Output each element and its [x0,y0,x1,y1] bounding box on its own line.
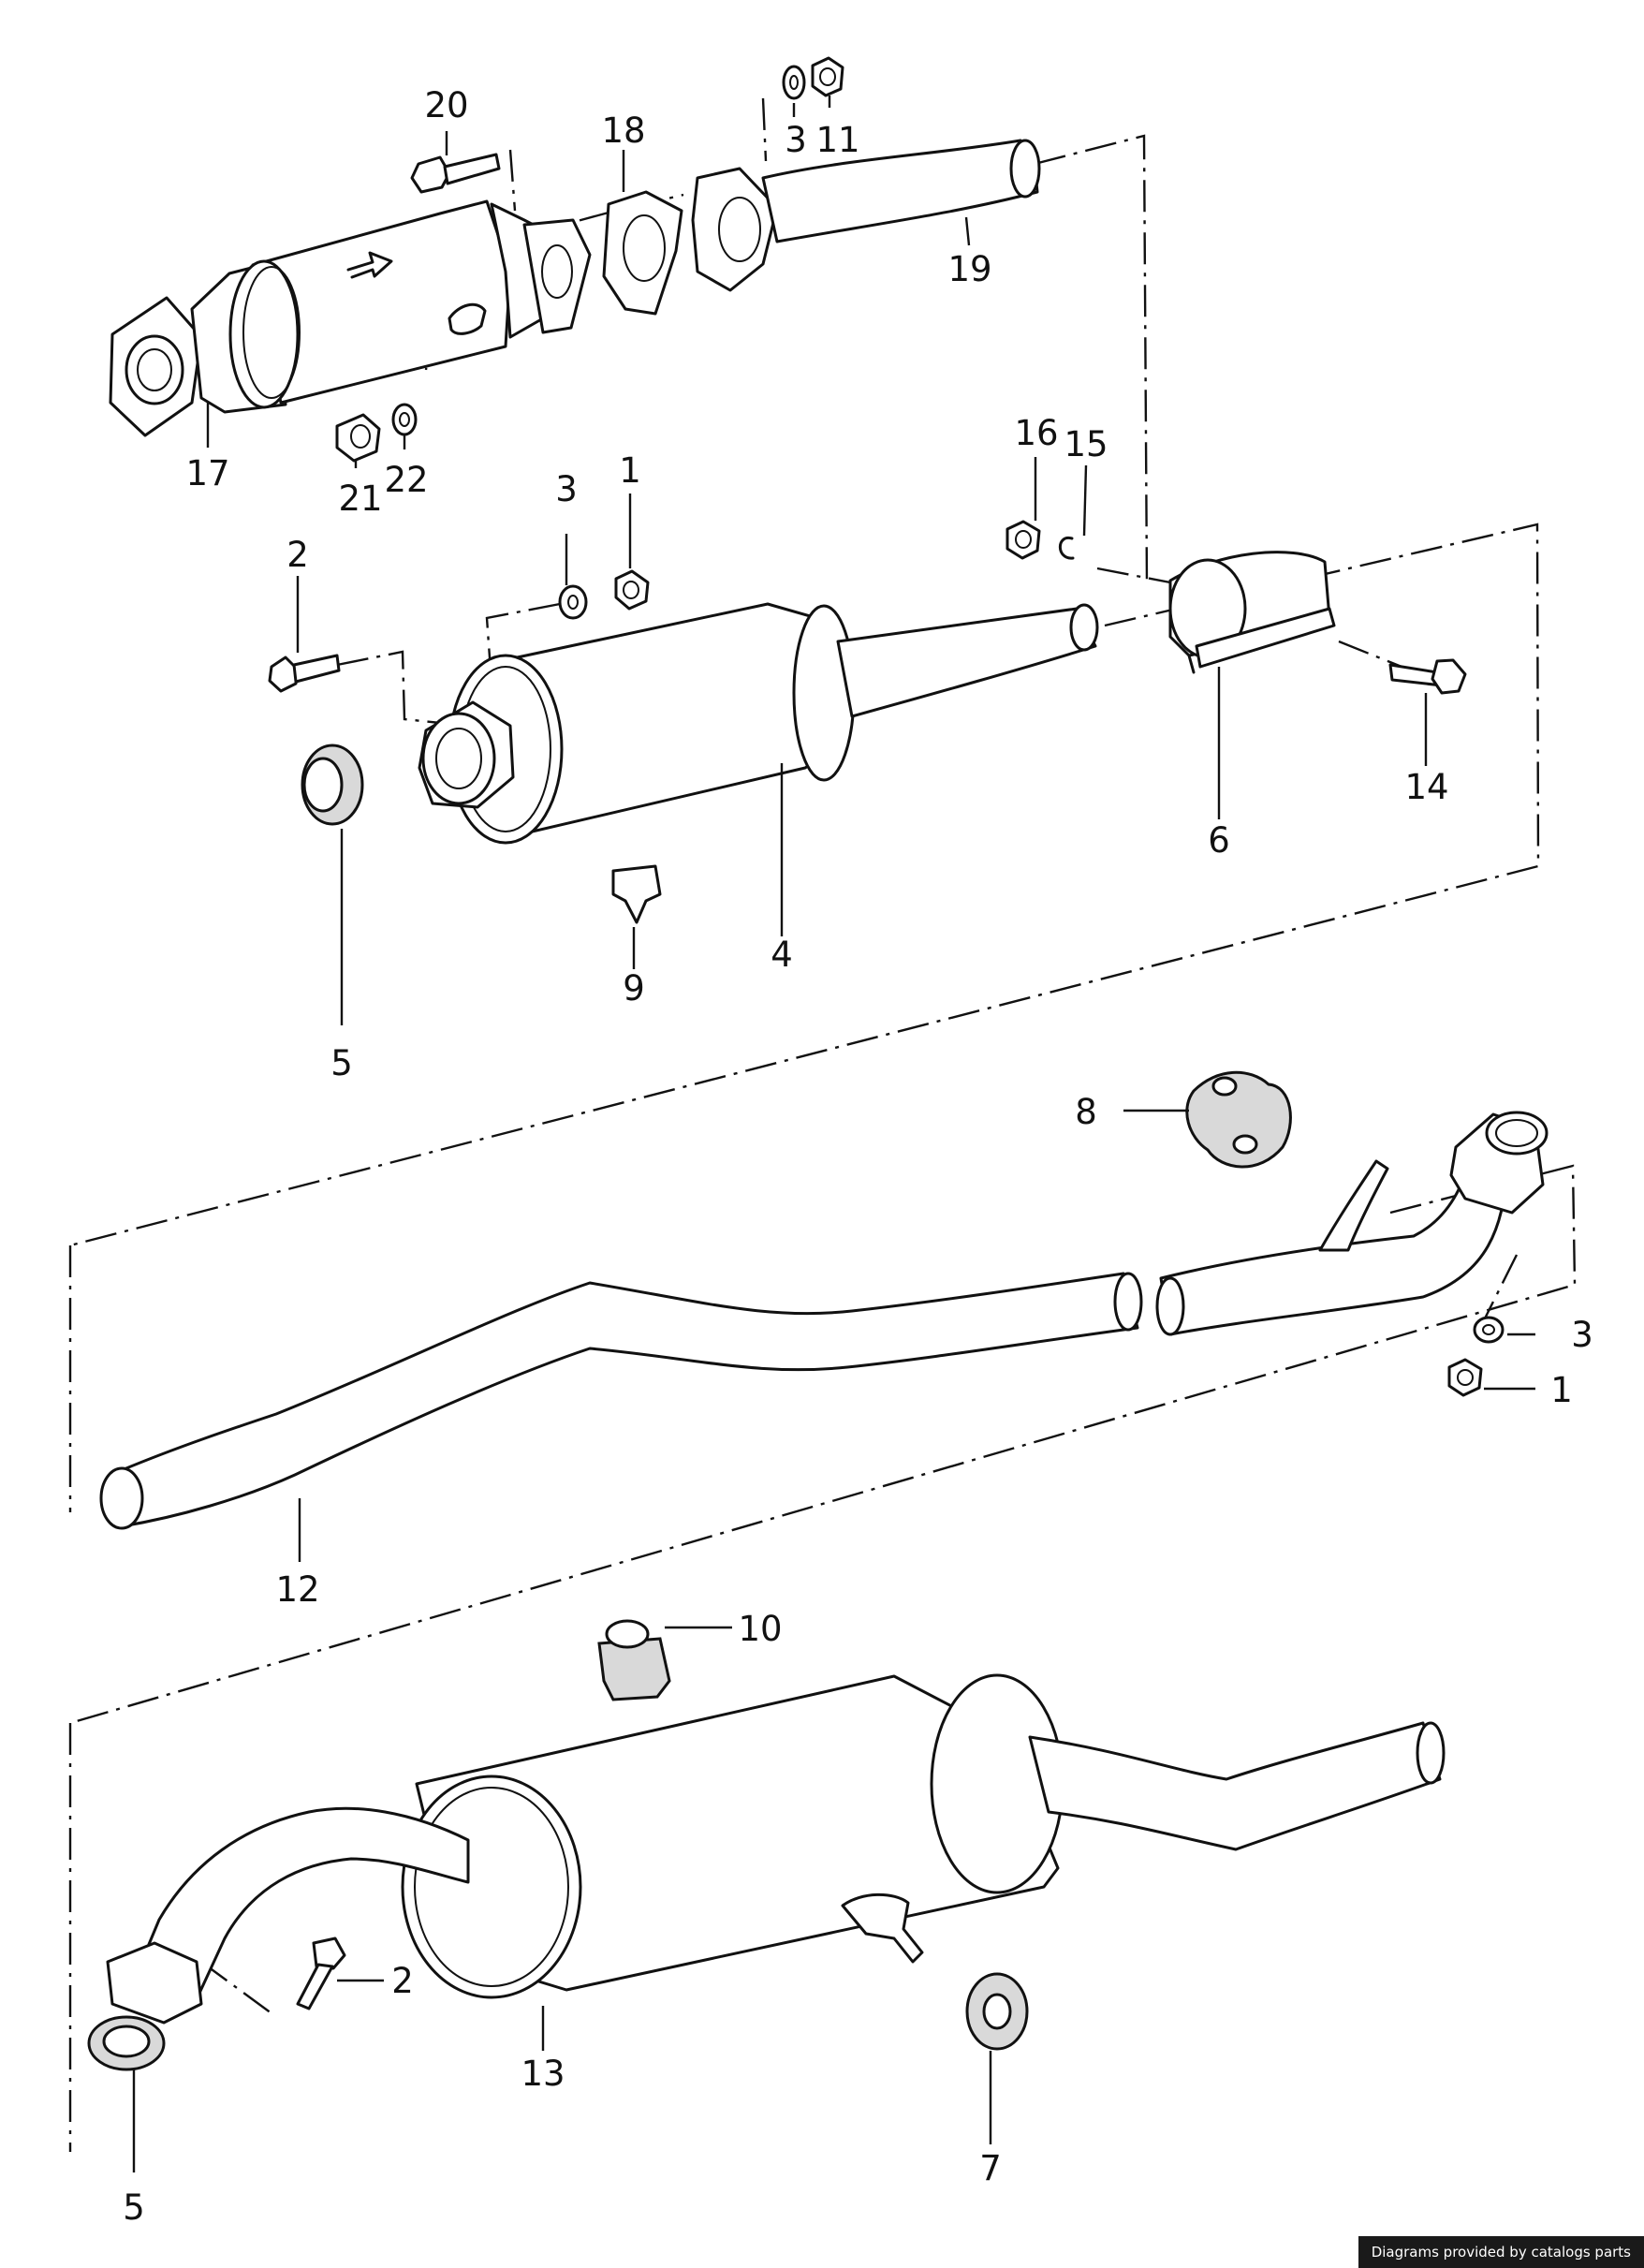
callouts: 20 18 3 11 19 17 21 22 3 1 2 16 15 5 9 4… [123,85,1593,2228]
callout-21: 21 [338,479,382,519]
intermediate-pipe [99,1111,1549,1530]
rubber-bushing-bottom [87,2015,166,2071]
callout-5-top: 5 [330,1043,353,1083]
callout-3-middle: 3 [555,469,578,509]
callout-22: 22 [384,460,428,500]
callout-6: 6 [1208,820,1230,861]
callout-7: 7 [979,2148,1002,2188]
callout-1-right: 1 [1550,1370,1573,1410]
rubber-stopper [597,1619,671,1701]
callout-1-middle: 1 [619,450,641,491]
clamp-nut-washer [1005,520,1075,560]
bolt [410,153,501,194]
clamp [1168,551,1336,674]
callout-14: 14 [1404,767,1448,807]
front-muffler [418,602,1099,845]
callout-16: 16 [1014,413,1058,453]
callout-17: 17 [185,453,229,493]
nut-washer-middle [558,569,650,620]
credit-banner: Diagrams provided by catalogs parts [1358,2236,1644,2268]
catalytic-converter [109,199,592,437]
callout-19: 19 [947,249,991,289]
callout-10: 10 [738,1609,782,1649]
callout-20: 20 [424,85,468,125]
callout-18: 18 [601,110,645,151]
rubber-buffer [611,864,662,924]
nut-washer-right [1447,1316,1505,1397]
callout-12: 12 [275,1569,319,1610]
nut-washer-top [782,56,844,100]
callout-8: 8 [1075,1092,1097,1132]
clamp-bolt [1388,658,1467,695]
callout-2-bottom: 2 [391,1961,414,2001]
callout-13: 13 [521,2054,565,2094]
gasket [602,190,683,316]
callout-11: 11 [815,120,859,160]
rear-muffler [106,1673,1446,2025]
callout-9: 9 [623,968,645,1009]
callout-3-top: 3 [785,120,807,160]
callout-4: 4 [771,935,793,975]
rubber-bushing-top [301,744,364,826]
nut-washer-lower [335,403,418,463]
callout-2-middle: 2 [286,535,309,575]
bolt-bottom [296,1937,346,2010]
front-pipe [691,139,1041,292]
bolt-middle [268,654,341,693]
callout-5-bottom: 5 [123,2187,145,2228]
leader-lines [132,96,1535,2172]
callout-3-right: 3 [1571,1315,1593,1355]
hanger [1185,1070,1292,1169]
rubber-ring [965,1972,1029,2051]
callout-15: 15 [1064,424,1108,464]
